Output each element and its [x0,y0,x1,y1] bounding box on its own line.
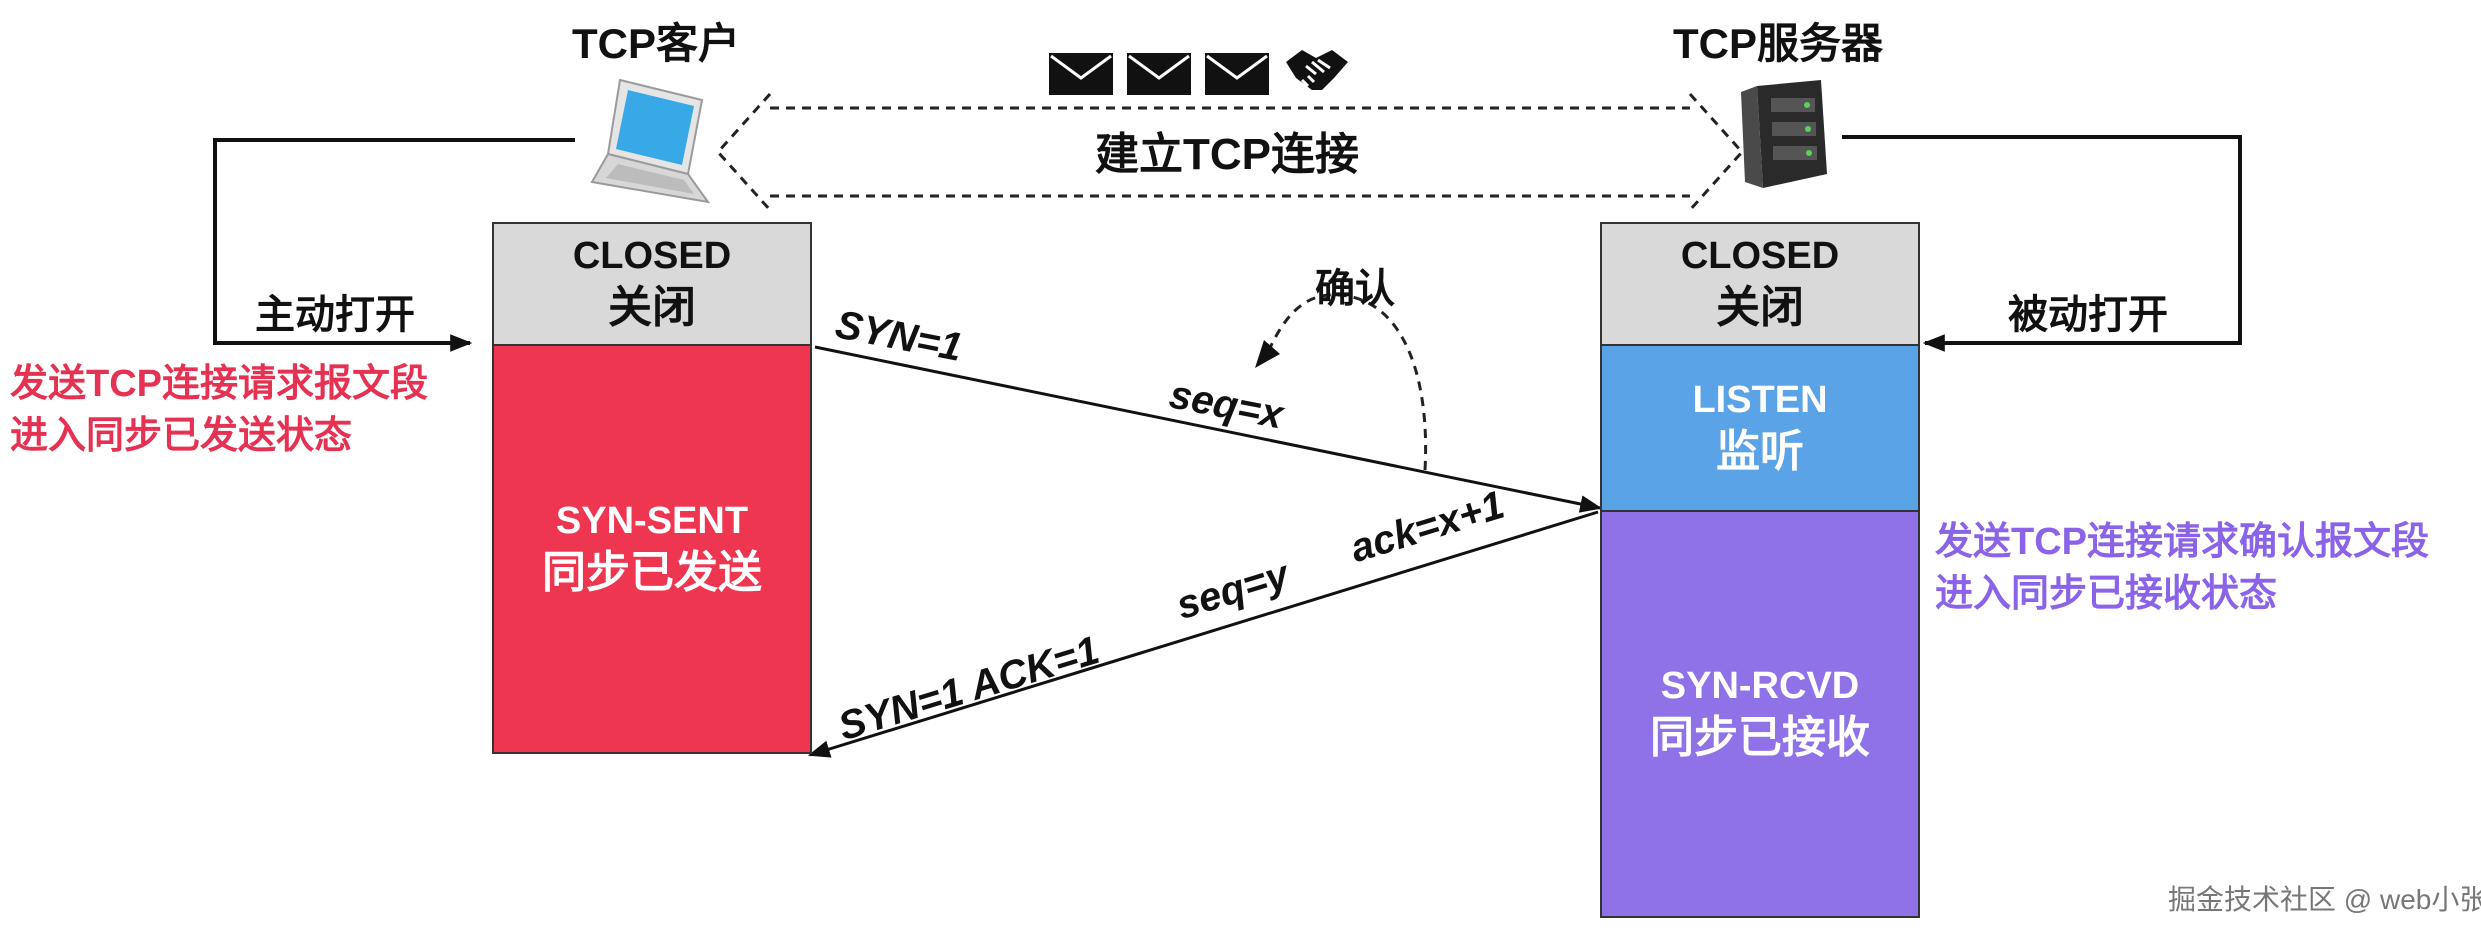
client-note: 发送TCP连接请求报文段 进入同步已发送状态 [10,358,428,462]
server-title: TCP服务器 [1673,20,1884,67]
client-state-closed: CLOSED 关闭 [492,222,812,346]
confirm-curve [1266,293,1428,471]
synack-segment-arrow [807,510,1599,758]
server-note-line: 进入同步已接收状态 [1935,573,2278,615]
state-en-label: SYN-RCVD [1660,664,1860,707]
confirm-label: 确认 [1315,267,1395,311]
laptop-icon [580,72,730,217]
envelope-icon [1048,52,1114,101]
connection-label: 建立TCP连接 [1095,130,1359,179]
syn-segment-arrow [814,345,1603,513]
server-icon [1735,78,1835,198]
handshake-icon [1282,44,1352,101]
server-state-listen: LISTEN 监听 [1600,344,1920,512]
state-en-label: LISTEN [1692,378,1828,421]
envelope-icon [1126,52,1192,101]
state-zh-label: 关闭 [1716,283,1804,333]
client-note-line: 发送TCP连接请求报文段 [10,363,429,405]
server-open-line [1842,135,2242,352]
connection-dashed-arrow [715,92,1745,212]
state-en-label: SYN-SENT [555,499,749,542]
server-state-closed: CLOSED 关闭 [1600,222,1920,346]
envelope-icon [1204,52,1270,101]
state-en-label: CLOSED [1680,234,1840,277]
server-open-label: 被动打开 [2008,293,2168,337]
state-zh-label: 同步已接收 [1650,713,1870,763]
state-zh-label: 关闭 [608,283,696,333]
server-note-line: 发送TCP连接请求确认报文段 [1935,521,2430,563]
server-note: 发送TCP连接请求确认报文段 进入同步已接收状态 [1935,516,2429,620]
state-en-label: CLOSED [572,234,732,277]
client-open-line [213,138,575,352]
state-zh-label: 同步已发送 [542,548,762,598]
client-title: TCP客户 [572,20,741,67]
client-open-label: 主动打开 [255,293,415,337]
server-state-syn-rcvd: SYN-RCVD 同步已接收 [1600,510,1920,918]
watermark: 掘金技术社区 @ web小张 [2168,884,2481,915]
client-state-syn-sent: SYN-SENT 同步已发送 [492,344,812,754]
client-note-line: 进入同步已发送状态 [10,415,353,457]
state-zh-label: 监听 [1716,427,1804,477]
